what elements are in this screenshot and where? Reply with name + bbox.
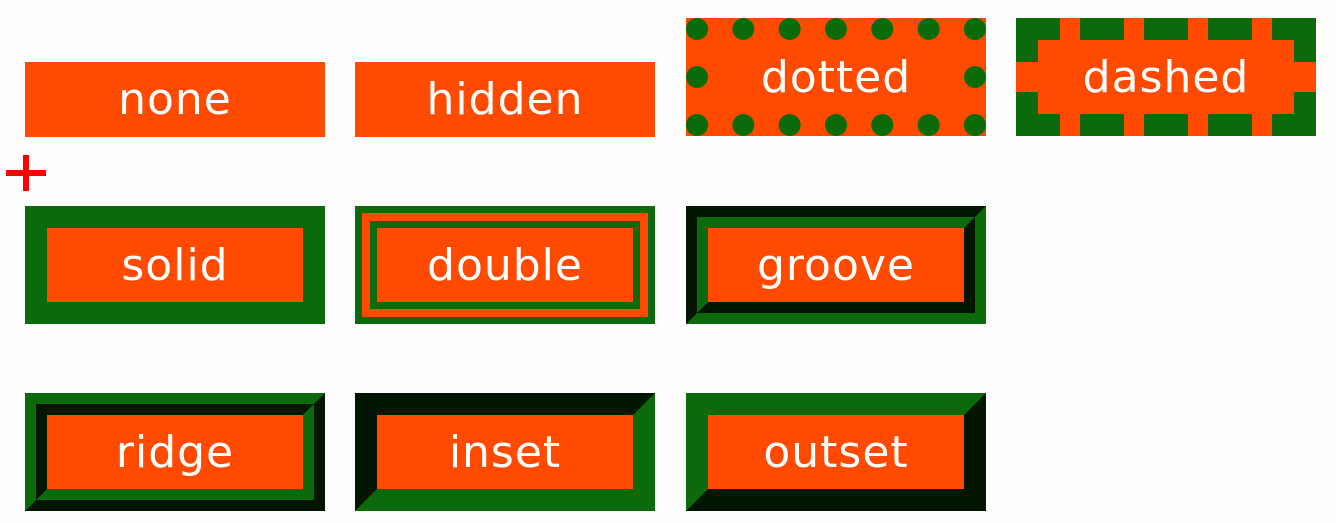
- border-ridge-label: ridge: [115, 426, 235, 478]
- border-none-label: none: [118, 74, 232, 125]
- border-inset-label: inset: [448, 426, 562, 478]
- border-outset-label: outset: [763, 426, 909, 478]
- border-dotted-box: dotted: [686, 18, 986, 136]
- border-dotted-label: dotted: [760, 51, 912, 103]
- border-solid-label: solid: [121, 239, 229, 291]
- border-dashed-box: dashed: [1016, 18, 1316, 136]
- border-solid-box: solid: [25, 206, 325, 324]
- crosshair-cursor-icon: [6, 155, 46, 191]
- border-double-label: double: [427, 239, 583, 291]
- border-inset-box: inset: [355, 393, 655, 511]
- border-hidden-label: hidden: [426, 74, 584, 125]
- border-groove-label: groove: [756, 239, 915, 291]
- border-groove-box: groove: [686, 206, 986, 324]
- border-dashed-label: dashed: [1082, 51, 1250, 103]
- border-hidden-box: hidden: [355, 62, 655, 137]
- border-ridge-box: ridge: [25, 393, 325, 511]
- border-outset-box: outset: [686, 393, 986, 511]
- border-double-box: double: [355, 206, 655, 324]
- border-none-box: none: [25, 62, 325, 137]
